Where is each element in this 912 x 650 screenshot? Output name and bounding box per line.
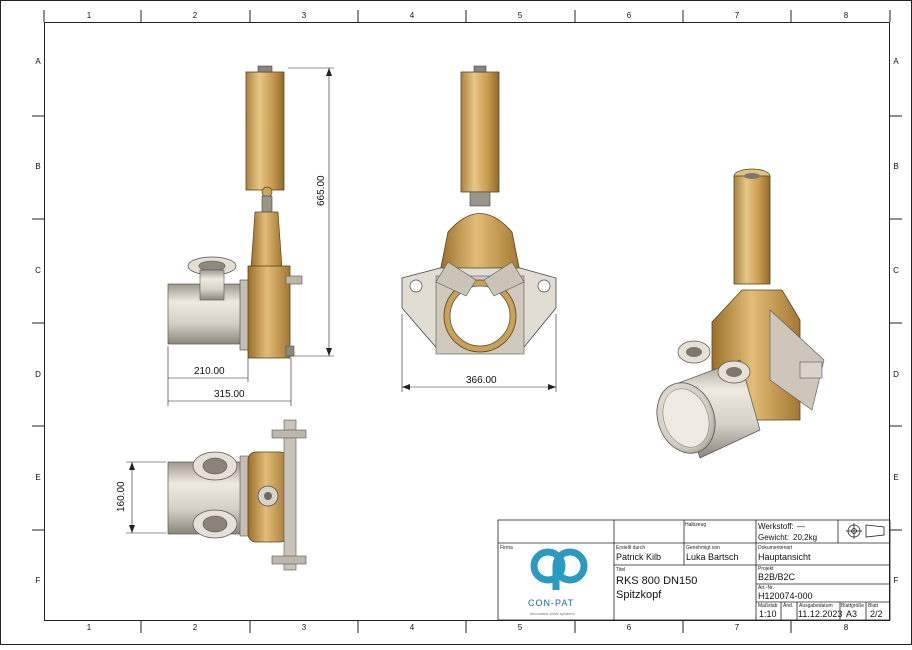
label-halbzeug: Halbzeug bbox=[685, 522, 707, 528]
value-erstellt-durch: Patrick Kilb bbox=[616, 552, 662, 562]
value-werkstoff: — bbox=[797, 522, 805, 531]
row-label-c: C bbox=[35, 266, 41, 275]
row-label-b-right: B bbox=[893, 162, 899, 171]
label-gewicht: Gewicht: bbox=[758, 533, 790, 542]
dim-width-front: 366.00 bbox=[466, 375, 497, 386]
row-label-e-right: E bbox=[893, 473, 899, 482]
col-label-2: 2 bbox=[192, 11, 198, 20]
label-firma: Firma bbox=[500, 545, 513, 551]
dim-width-top: 160.00 bbox=[116, 481, 127, 512]
col-label-4: 4 bbox=[409, 11, 415, 20]
col-label-4-bottom: 4 bbox=[409, 623, 415, 632]
company-logo-icon bbox=[530, 548, 588, 590]
label-aend: Änd. bbox=[783, 603, 794, 609]
col-label-5: 5 bbox=[517, 11, 523, 20]
col-label-1: 1 bbox=[86, 11, 92, 20]
projection-symbol-icon bbox=[846, 523, 885, 539]
inner-frame bbox=[44, 22, 890, 621]
row-label-a: A bbox=[35, 57, 41, 66]
value-genehmigt-von: Luka Bartsch bbox=[686, 552, 739, 562]
col-label-3: 3 bbox=[301, 11, 307, 20]
col-label-2-bottom: 2 bbox=[192, 623, 198, 632]
company-logo-text: CON-PAT bbox=[528, 598, 575, 608]
row-label-f-right: F bbox=[893, 576, 899, 585]
dim-height-side: 665.00 bbox=[316, 175, 327, 206]
value-dokumentenart: Hauptansicht bbox=[758, 552, 811, 562]
col-label-8-bottom: 8 bbox=[843, 623, 849, 632]
row-label-b: B bbox=[35, 162, 41, 171]
dim-width-side-inner: 210.00 bbox=[194, 366, 225, 377]
value-ausgabedatum: 11.12.2023 bbox=[798, 609, 843, 619]
label-erstellt-durch: Erstellt durch bbox=[616, 545, 646, 551]
label-blatt: Blatt bbox=[868, 603, 879, 609]
label-dokumentenart: Dokumentenart bbox=[758, 545, 793, 551]
zone-ticks bbox=[32, 10, 902, 633]
col-label-8: 8 bbox=[843, 11, 849, 20]
label-ausgabedatum: Ausgabedatum bbox=[799, 603, 833, 609]
label-art-nr: Art.-Nr. bbox=[758, 585, 774, 591]
label-projekt: Projekt bbox=[758, 566, 774, 572]
company-logo-tagline: innovation valve systems bbox=[530, 611, 575, 616]
row-label-c-right: C bbox=[893, 266, 899, 275]
label-blattgroesse: Blattgröße bbox=[841, 603, 865, 609]
side-view bbox=[167, 65, 334, 406]
label-titel: Titel bbox=[616, 567, 626, 573]
front-view bbox=[401, 65, 557, 392]
value-projekt: B2B/B2C bbox=[758, 572, 796, 582]
col-label-5-bottom: 5 bbox=[517, 623, 523, 632]
value-blatt: 2/2 bbox=[870, 609, 883, 619]
value-gewicht: 20,2kg bbox=[793, 533, 818, 542]
col-label-6-bottom: 6 bbox=[626, 623, 632, 632]
top-view bbox=[126, 419, 307, 571]
title-block-grid bbox=[497, 519, 891, 621]
label-werkstoff: Werkstoff: bbox=[758, 522, 794, 531]
col-label-7: 7 bbox=[734, 11, 740, 20]
col-label-6: 6 bbox=[626, 11, 632, 20]
col-label-3-bottom: 3 bbox=[301, 623, 307, 632]
row-label-d: D bbox=[35, 370, 41, 379]
row-label-f: F bbox=[35, 576, 41, 585]
row-label-d-right: D bbox=[893, 370, 899, 379]
value-blattgroesse: A3 bbox=[846, 609, 858, 619]
dim-width-side-outer: 315.00 bbox=[214, 389, 245, 400]
row-label-a-right: A bbox=[893, 57, 899, 66]
isometric-view bbox=[656, 168, 825, 459]
value-titel-line2: Spitzkopf bbox=[616, 589, 662, 601]
value-titel-line1: RKS 800 DN150 bbox=[616, 575, 698, 587]
value-art-nr: H120074-000 bbox=[758, 591, 813, 601]
row-label-e: E bbox=[35, 473, 41, 482]
label-massstab: Maßstab bbox=[758, 603, 778, 609]
label-genehmigt-von: Genehmigt von bbox=[686, 545, 720, 551]
value-massstab: 1:10 bbox=[759, 609, 777, 619]
col-label-7-bottom: 7 bbox=[734, 623, 740, 632]
col-label-1-bottom: 1 bbox=[86, 623, 92, 632]
